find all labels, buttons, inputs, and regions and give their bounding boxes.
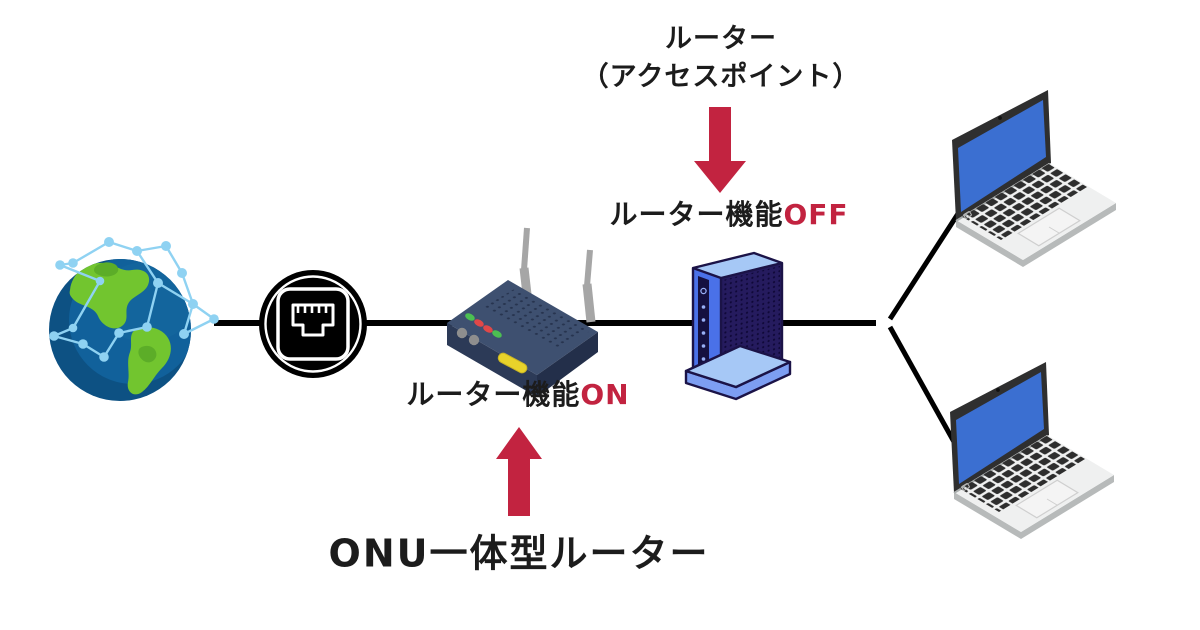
onu-status-prefix: ルーター機能 <box>406 378 581 411</box>
internet-globe-icon <box>49 237 219 401</box>
access-point-icon <box>684 251 792 401</box>
ap-status-prefix: ルーター機能 <box>609 198 784 231</box>
access-point-title-line1: ルーター <box>665 23 777 55</box>
connection-line-laptop-top <box>887 204 966 321</box>
access-point-led-strip <box>700 287 707 361</box>
onu-router-icon <box>447 227 598 397</box>
onu-status-value: ON <box>580 378 630 411</box>
onu-router-title: ONU一体型ルーター <box>328 531 710 576</box>
connection-line-laptop-bottom <box>887 325 961 451</box>
ethernet-port-icon <box>259 270 367 378</box>
globe-network-nodes <box>49 237 219 362</box>
ap-status-value: OFF <box>783 198 849 231</box>
onu-router-function-status: ルーター機能ON <box>406 373 629 413</box>
red-arrow-down-icon <box>694 107 746 193</box>
globe-network-lines <box>52 240 216 359</box>
ap-router-function-status: ルーター機能OFF <box>609 193 848 233</box>
red-arrow-up-icon <box>496 427 542 516</box>
laptop-bottom-icon <box>949 361 1115 540</box>
access-point-title-line2: （アクセスポイント） <box>581 61 861 93</box>
router-status-leds <box>465 313 502 338</box>
laptop-top-icon <box>951 89 1117 268</box>
